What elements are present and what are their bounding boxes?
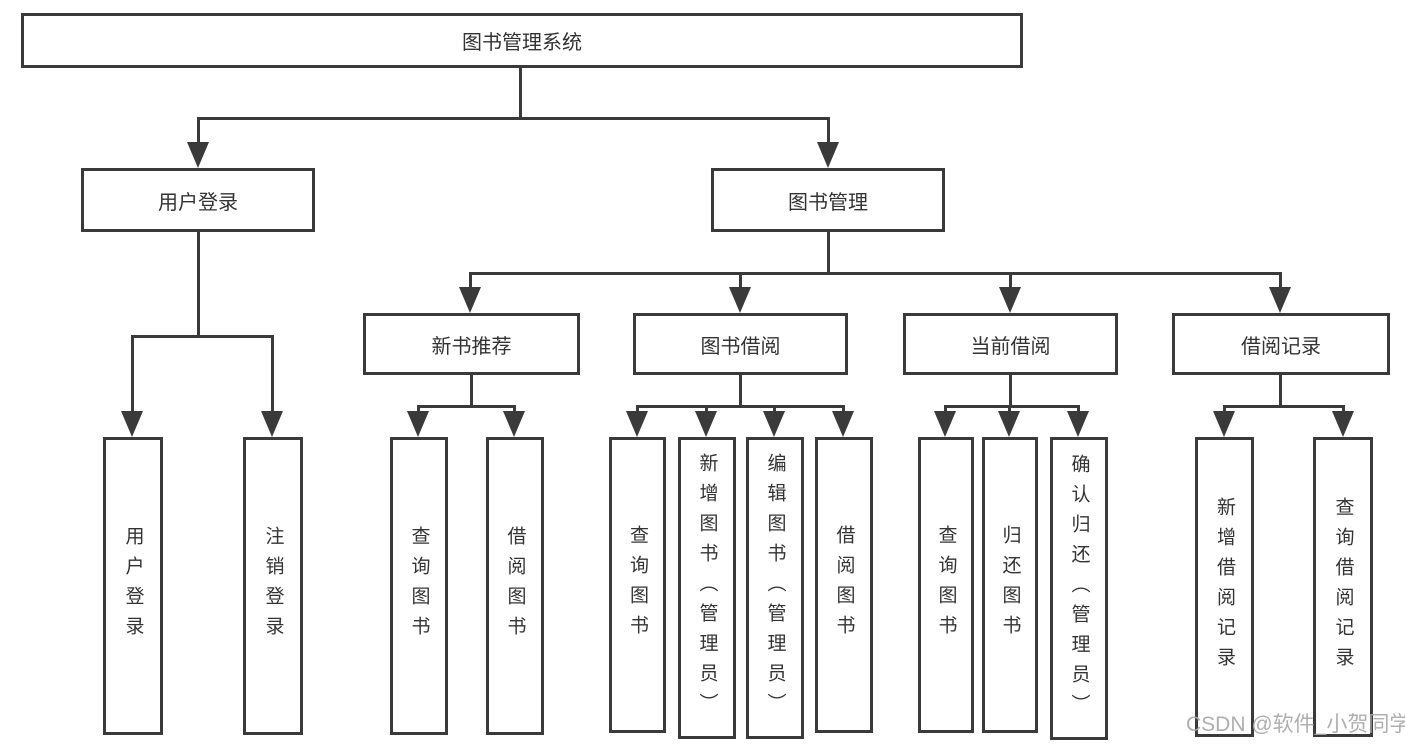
leaf-record-query-record-label: 查询借阅记录 bbox=[1332, 497, 1354, 677]
arrowhead bbox=[1067, 411, 1089, 437]
connector-user-bar bbox=[132, 335, 274, 338]
node-root: 图书管理系统 bbox=[21, 13, 1023, 68]
arrowhead bbox=[1332, 411, 1354, 437]
leaf-borrow-add-books-admin: 新增图书（管理员） bbox=[678, 437, 736, 739]
arrowhead bbox=[459, 287, 481, 313]
arrowhead bbox=[763, 411, 785, 437]
connector-to-current-borrow bbox=[1009, 272, 1012, 288]
connector-borrow-c1 bbox=[636, 405, 639, 413]
connector-newbook-c2 bbox=[513, 405, 516, 413]
connector-borrow-c2 bbox=[705, 405, 708, 413]
connector-user-stem bbox=[197, 232, 200, 335]
node-borrow-record: 借阅记录 bbox=[1172, 313, 1390, 375]
arrowhead bbox=[407, 411, 429, 437]
leaf-logout-label: 注销登录 bbox=[262, 526, 284, 646]
node-book-borrow: 图书借阅 bbox=[633, 313, 848, 375]
leaf-newbook-borrow-books: 借阅图书 bbox=[486, 437, 544, 735]
connector-borrow-c3 bbox=[773, 405, 776, 413]
node-new-book-recommend-label: 新书推荐 bbox=[431, 335, 512, 358]
arrowhead bbox=[121, 411, 143, 437]
connector-to-book-borrow bbox=[739, 272, 742, 288]
leaf-current-return-books: 归还图书 bbox=[982, 437, 1038, 733]
connector-root-stem bbox=[519, 68, 522, 117]
arrowhead bbox=[729, 287, 751, 313]
connector-borrow-bar bbox=[636, 405, 845, 408]
connector-mgmt-stem bbox=[827, 232, 830, 272]
leaf-borrow-edit-books-admin: 编辑图书（管理员） bbox=[746, 437, 804, 739]
leaf-borrow-query-books: 查询图书 bbox=[609, 437, 666, 733]
node-current-borrow-label: 当前借阅 bbox=[970, 335, 1051, 358]
node-current-borrow: 当前借阅 bbox=[903, 313, 1118, 375]
arrowhead bbox=[187, 142, 209, 168]
leaf-current-confirm-return-admin-label: 确认归还（管理员） bbox=[1068, 453, 1090, 724]
node-book-management: 图书管理 bbox=[711, 168, 945, 232]
leaf-borrow-borrow-books-label: 借阅图书 bbox=[833, 525, 855, 645]
connector-to-leaf-logout bbox=[271, 335, 274, 412]
arrowhead bbox=[999, 287, 1021, 313]
node-new-book-recommend: 新书推荐 bbox=[363, 313, 580, 375]
node-book-management-label: 图书管理 bbox=[788, 191, 868, 214]
arrowhead bbox=[503, 411, 525, 437]
leaf-newbook-query-books-label: 查询图书 bbox=[408, 526, 430, 646]
connector-current-stem bbox=[1009, 375, 1012, 405]
leaf-record-add-record: 新增借阅记录 bbox=[1195, 437, 1254, 737]
arrowhead bbox=[1269, 287, 1291, 313]
leaf-newbook-borrow-books-label: 借阅图书 bbox=[504, 526, 526, 646]
leaf-record-add-record-label: 新增借阅记录 bbox=[1214, 497, 1235, 677]
leaf-borrow-borrow-books: 借阅图书 bbox=[815, 437, 873, 733]
connector-to-user-login bbox=[197, 117, 200, 143]
leaf-borrow-query-books-label: 查询图书 bbox=[627, 525, 648, 645]
connector-current-c3 bbox=[1077, 405, 1080, 413]
leaf-user-login: 用户登录 bbox=[103, 437, 163, 735]
node-root-label: 图书管理系统 bbox=[462, 32, 582, 54]
connector-borrow-c4 bbox=[842, 405, 845, 413]
csdn-watermark: CSDN @软件_小贺同学 bbox=[1186, 713, 1405, 736]
node-user-login-label: 用户登录 bbox=[158, 191, 238, 214]
leaf-current-confirm-return-admin: 确认归还（管理员） bbox=[1050, 437, 1108, 740]
node-user-login: 用户登录 bbox=[81, 168, 315, 232]
leaf-current-return-books-label: 归还图书 bbox=[999, 525, 1021, 645]
connector-record-c2 bbox=[1342, 405, 1345, 413]
node-book-borrow-label: 图书借阅 bbox=[700, 335, 781, 358]
leaf-current-query-books-label: 查询图书 bbox=[935, 525, 957, 645]
connector-to-new-book bbox=[469, 272, 472, 288]
arrowhead bbox=[695, 411, 717, 437]
connector-record-c1 bbox=[1223, 405, 1226, 413]
leaf-logout: 注销登录 bbox=[243, 437, 303, 735]
connector-record-stem bbox=[1279, 375, 1282, 405]
arrowhead bbox=[998, 411, 1020, 437]
arrowhead bbox=[261, 411, 283, 437]
leaf-user-login-label: 用户登录 bbox=[122, 526, 144, 646]
connector-to-book-management bbox=[827, 117, 830, 143]
connector-newbook-stem bbox=[470, 375, 473, 405]
leaf-record-query-record: 查询借阅记录 bbox=[1313, 437, 1373, 737]
leaf-newbook-query-books: 查询图书 bbox=[390, 437, 448, 735]
leaf-borrow-add-books-admin-label: 新增图书（管理员） bbox=[696, 453, 718, 723]
connector-root-bar bbox=[197, 117, 830, 120]
connector-to-borrow-record bbox=[1279, 272, 1282, 288]
leaf-borrow-edit-books-admin-label: 编辑图书（管理员） bbox=[764, 453, 786, 723]
arrowhead bbox=[626, 411, 648, 437]
connector-mgmt-bar bbox=[469, 272, 1282, 275]
leaf-current-query-books: 查询图书 bbox=[918, 437, 974, 733]
connector-current-c1 bbox=[944, 405, 947, 413]
connector-record-bar bbox=[1223, 405, 1344, 408]
connector-current-c2 bbox=[1008, 405, 1011, 413]
arrowhead bbox=[934, 411, 956, 437]
connector-newbook-bar bbox=[418, 405, 516, 408]
connector-current-bar bbox=[945, 405, 1079, 408]
connector-borrow-stem bbox=[739, 375, 742, 405]
connector-to-leaf-user-login bbox=[131, 335, 134, 412]
node-borrow-record-label: 借阅记录 bbox=[1241, 335, 1321, 358]
arrowhead bbox=[1213, 411, 1235, 437]
arrowhead bbox=[817, 142, 839, 168]
connector-newbook-c1 bbox=[417, 405, 420, 413]
arrowhead bbox=[832, 411, 854, 437]
